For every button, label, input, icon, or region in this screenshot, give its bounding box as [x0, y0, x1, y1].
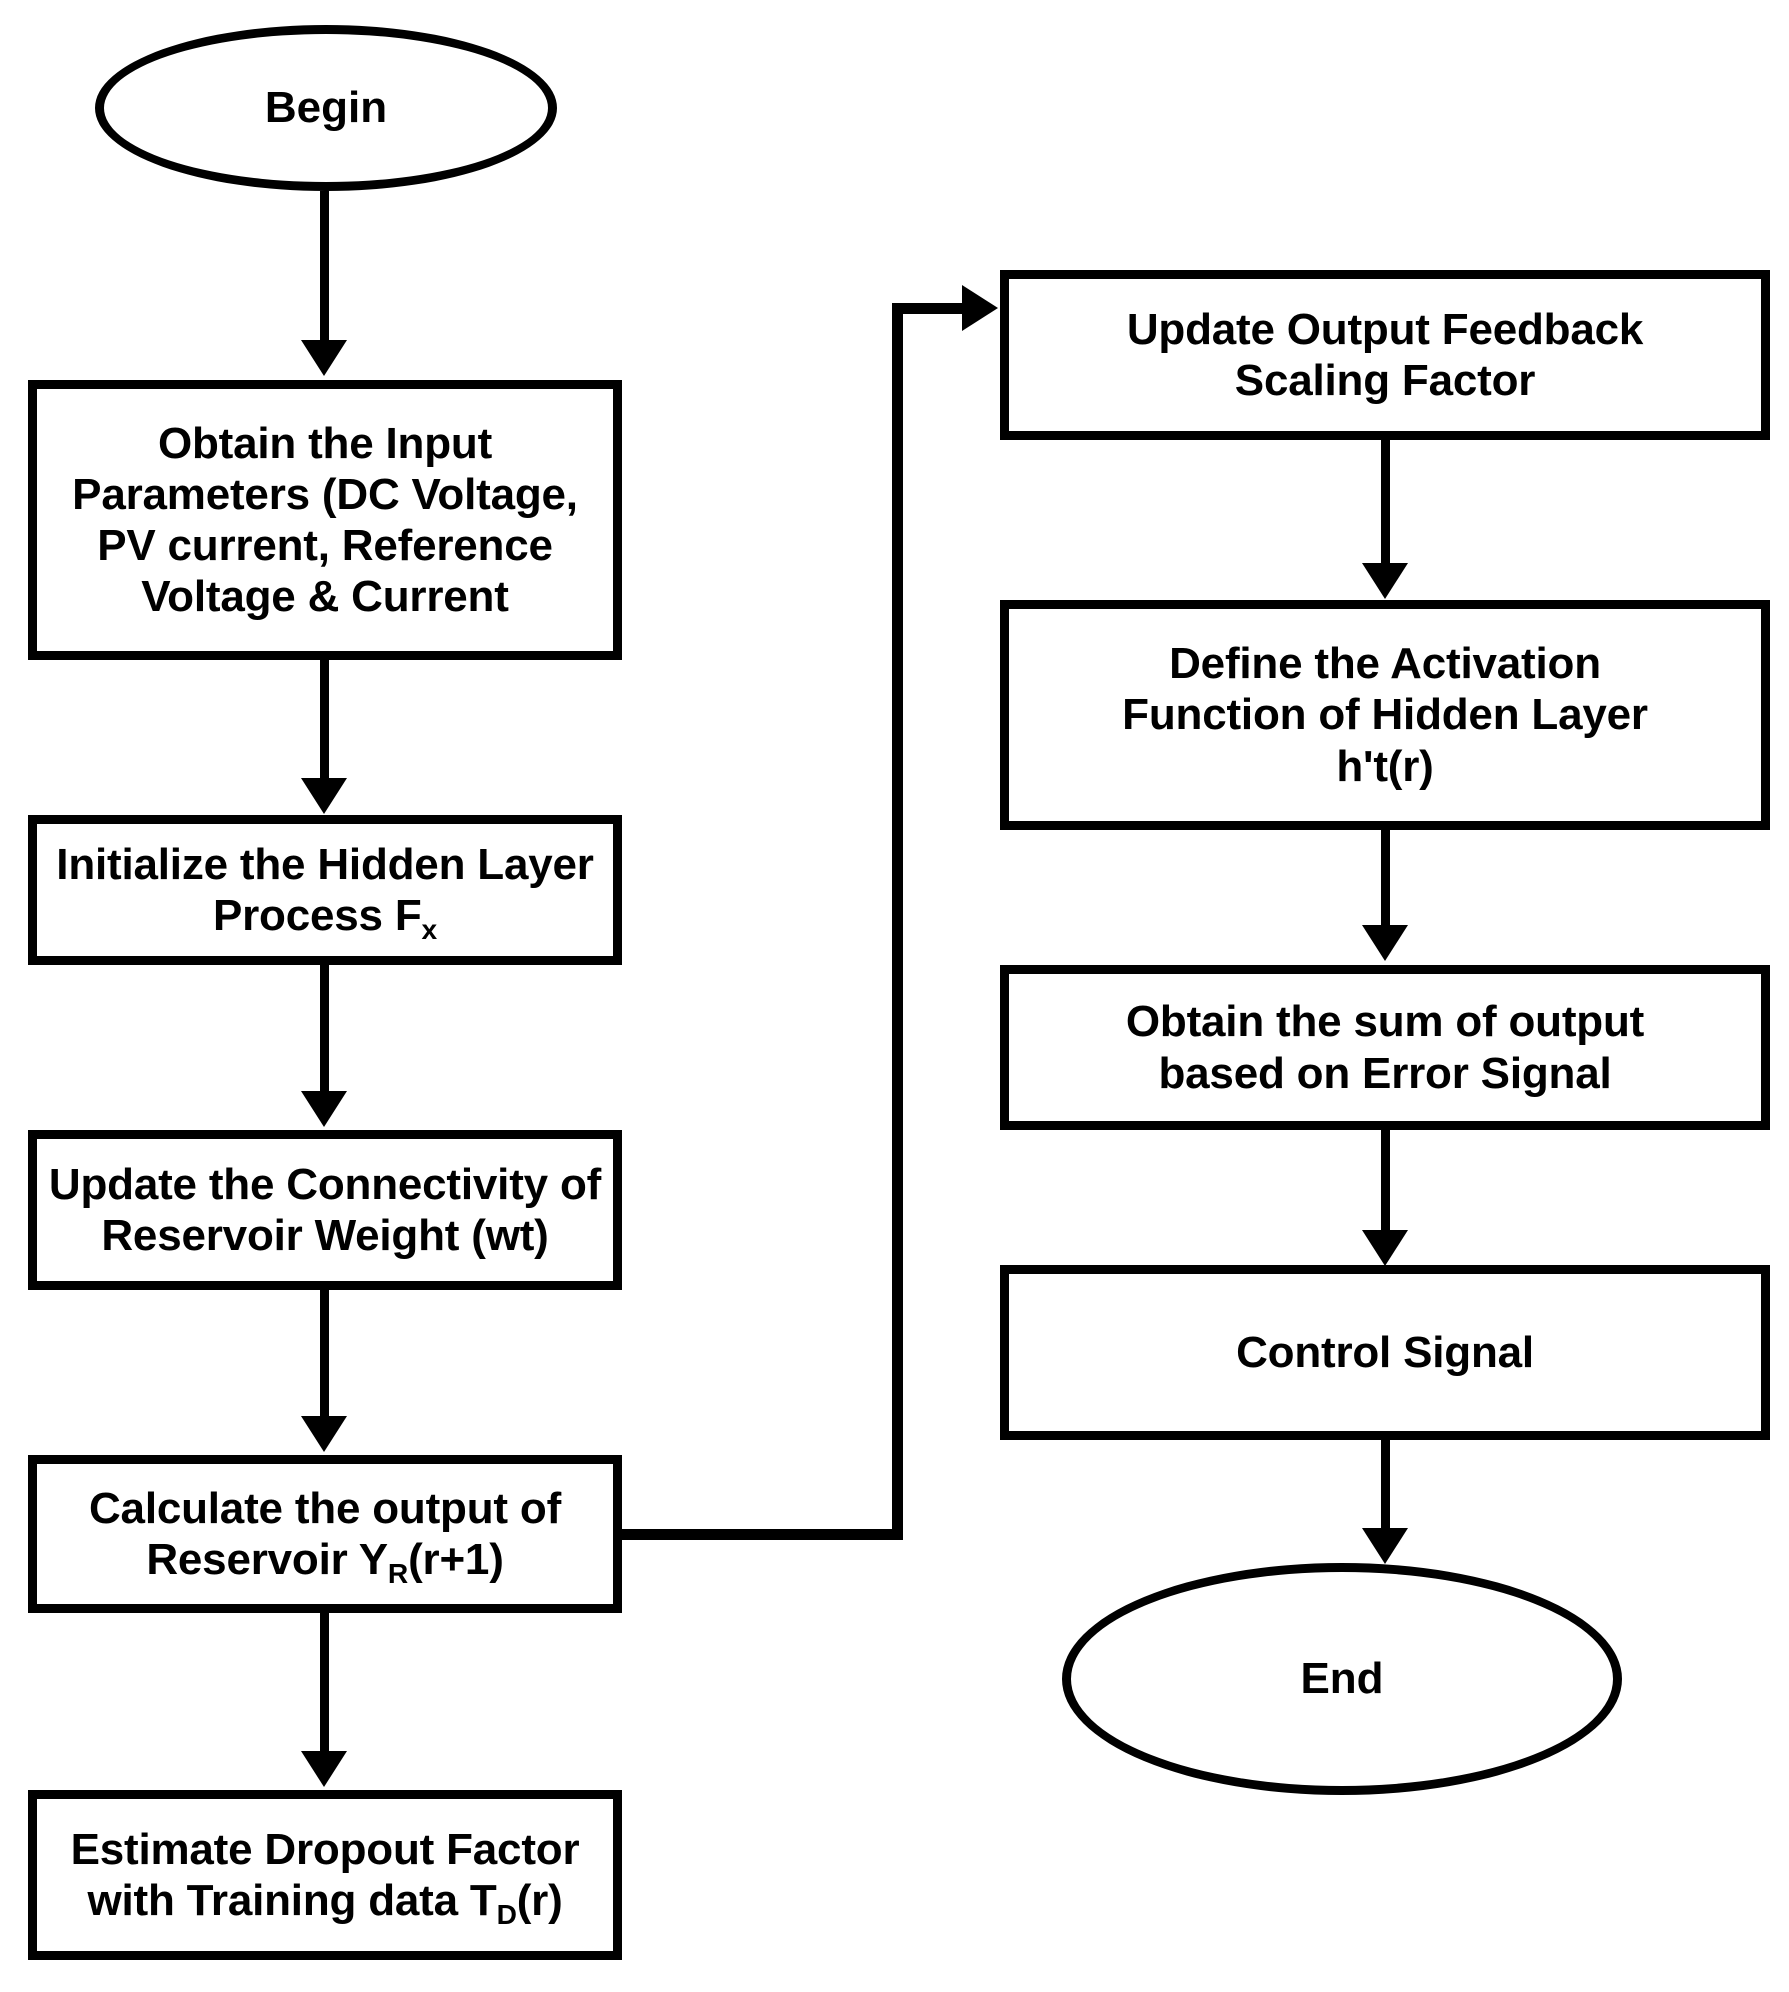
edge-calculate-to-update-feedback-horizontal-run — [892, 303, 977, 314]
node-initialize-hidden-layer-line2-sub: x — [421, 914, 438, 945]
edge-define-activation-to-obtain-sum-arrow — [1362, 925, 1408, 961]
node-obtain-input-parameters-label: Obtain the Input Parameters (DC Voltage,… — [72, 418, 578, 622]
node-calculate-reservoir-output-line2-post: (r+1) — [408, 1535, 504, 1584]
node-estimate-dropout-factor-line2-pre: with Training data T — [87, 1876, 497, 1925]
edge-obtain-input-parameters-to-initialize-hidden-layer-line — [320, 660, 329, 780]
node-control-signal[interactable]: Control Signal — [1000, 1265, 1770, 1440]
node-update-reservoir-weight-label: Update the Connectivity of Reservoir Wei… — [48, 1159, 602, 1260]
edge-calculate-reservoir-output-to-estimate-dropout-factor-arrow — [301, 1751, 347, 1787]
edge-obtain-input-parameters-to-initialize-hidden-layer-arrow — [301, 778, 347, 814]
edge-control-signal-to-end-arrow — [1362, 1528, 1408, 1564]
edge-initialize-hidden-layer-to-update-reservoir-weight-arrow — [301, 1091, 347, 1127]
node-define-activation-function[interactable]: Define the Activation Function of Hidden… — [1000, 600, 1770, 830]
edge-calculate-to-update-feedback-vertical-riser — [892, 303, 903, 1540]
node-update-reservoir-weight[interactable]: Update the Connectivity of Reservoir Wei… — [28, 1130, 622, 1290]
edge-begin-to-obtain-input-parameters-arrow — [301, 340, 347, 376]
node-calculate-reservoir-output-line1: Calculate the output of — [88, 1483, 562, 1533]
edge-obtain-sum-to-control-signal-arrow — [1362, 1230, 1408, 1266]
node-update-output-feedback-scaling-factor[interactable]: Update Output Feedback Scaling Factor — [1000, 270, 1770, 440]
node-update-output-feedback-scaling-factor-label: Update Output Feedback Scaling Factor — [1126, 304, 1644, 405]
edge-calculate-reservoir-output-to-estimate-dropout-factor-line — [320, 1613, 329, 1753]
edge-update-feedback-to-define-activation-line — [1381, 440, 1390, 568]
node-calculate-reservoir-output-line2-pre: Reservoir Y — [146, 1535, 388, 1584]
node-initialize-hidden-layer-line2-pre: Process F — [212, 891, 422, 940]
edge-update-reservoir-weight-to-calculate-reservoir-output-line — [320, 1290, 329, 1418]
edge-define-activation-to-obtain-sum-line — [1381, 830, 1390, 930]
edge-begin-to-obtain-input-parameters-line — [320, 191, 329, 343]
edge-update-feedback-to-define-activation-arrow — [1362, 563, 1408, 599]
node-end-label: End — [1300, 1654, 1384, 1704]
edge-control-signal-to-end-line — [1381, 1440, 1390, 1535]
edge-initialize-hidden-layer-to-update-reservoir-weight-line — [320, 965, 329, 1093]
node-obtain-input-parameters[interactable]: Obtain the Input Parameters (DC Voltage,… — [28, 380, 622, 660]
edge-calculate-to-update-feedback-horizontal-stub — [618, 1529, 903, 1540]
edge-obtain-sum-to-control-signal-line — [1381, 1130, 1390, 1235]
node-obtain-sum-of-output-label: Obtain the sum of output based on Error … — [1125, 997, 1645, 1098]
edge-calculate-to-update-feedback-arrow — [962, 285, 998, 331]
node-control-signal-label: Control Signal — [1236, 1327, 1534, 1377]
node-end[interactable]: End — [1062, 1563, 1622, 1795]
node-estimate-dropout-factor-line2-sub: D — [496, 1899, 517, 1930]
node-estimate-dropout-factor-line1: Estimate Dropout Factor — [70, 1824, 580, 1874]
node-begin-label: Begin — [264, 83, 388, 133]
node-calculate-reservoir-output-line2-sub: R — [387, 1558, 409, 1589]
edge-update-reservoir-weight-to-calculate-reservoir-output-arrow — [301, 1416, 347, 1452]
node-initialize-hidden-layer-line1: Initialize the Hidden Layer — [56, 839, 594, 889]
node-obtain-sum-of-output[interactable]: Obtain the sum of output based on Error … — [1000, 965, 1770, 1130]
node-estimate-dropout-factor-line2-post: (r) — [516, 1876, 563, 1925]
node-begin[interactable]: Begin — [95, 25, 557, 191]
node-define-activation-function-label: Define the Activation Function of Hidden… — [1122, 639, 1648, 791]
